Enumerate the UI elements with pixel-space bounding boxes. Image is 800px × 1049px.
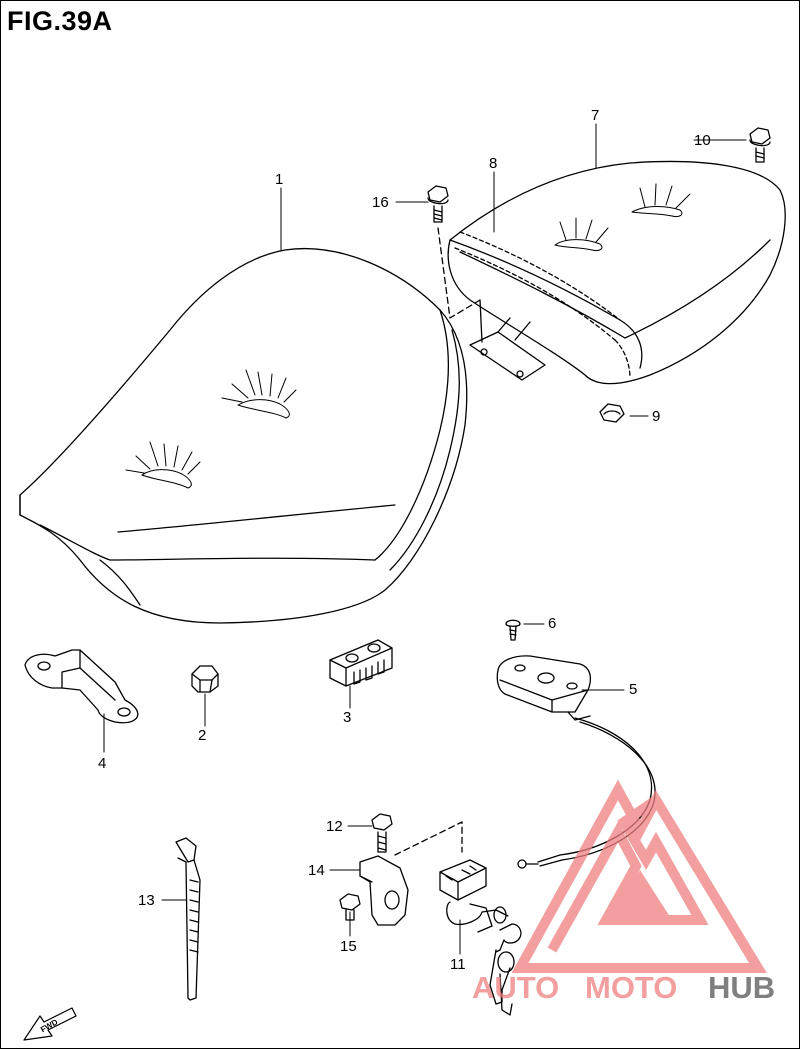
lock-bracket-14: [359, 821, 463, 926]
callout-5: 5: [629, 681, 637, 698]
callout-16: 16: [372, 194, 389, 211]
watermark-text-auto: AUTO: [472, 970, 559, 1005]
bolt-10: [749, 127, 771, 163]
figure-title: FIG.39A: [7, 6, 113, 36]
part-labels: 1 2 3 4 5 6 7 8 9 10 11 12 14 13 15 16: [98, 107, 711, 973]
fwd-arrow: [23, 1007, 77, 1041]
bracket-4: [24, 649, 139, 724]
lock-set-11: [439, 859, 522, 1016]
callout-10: 10: [694, 132, 711, 149]
watermark-logo: AUTO MOTO HUB: [472, 779, 775, 1005]
callout-8: 8: [489, 155, 497, 172]
nut-9: [599, 403, 625, 423]
callout-1: 1: [275, 171, 283, 188]
screw-12: [371, 813, 393, 853]
callout-3: 3: [343, 709, 351, 726]
cushion-2: [191, 665, 219, 693]
screw-6: [505, 619, 521, 641]
front-seat-dimple-rear: [221, 369, 297, 419]
callout-6: 6: [548, 615, 556, 632]
pillion-seat-dimple-left: [554, 217, 609, 251]
pillion-seat: [447, 160, 786, 385]
watermark-text-moto: MOTO: [585, 970, 677, 1005]
block-3: [329, 639, 393, 687]
callout-4: 4: [98, 755, 106, 772]
callout-7: 7: [591, 107, 599, 124]
callout-12: 12: [326, 818, 343, 835]
callout-2: 2: [198, 727, 206, 744]
cable-tie-13: [175, 837, 201, 1001]
callout-11: 11: [450, 956, 466, 973]
lock-housing-5: [496, 655, 656, 869]
callout-13-14: 14: [308, 862, 325, 879]
watermark-text-hub: HUB: [708, 970, 775, 1005]
leader-lines: [103, 123, 747, 955]
front-seat-dimple-front: [125, 441, 201, 489]
pillion-seat-dimple-right: [631, 183, 691, 217]
callout-9: 9: [652, 408, 660, 425]
callout-15: 15: [340, 938, 357, 955]
bolt-16: [427, 185, 481, 319]
callout-13: 13: [138, 892, 155, 909]
front-seat: [19, 248, 468, 624]
screw-15: [339, 893, 361, 921]
